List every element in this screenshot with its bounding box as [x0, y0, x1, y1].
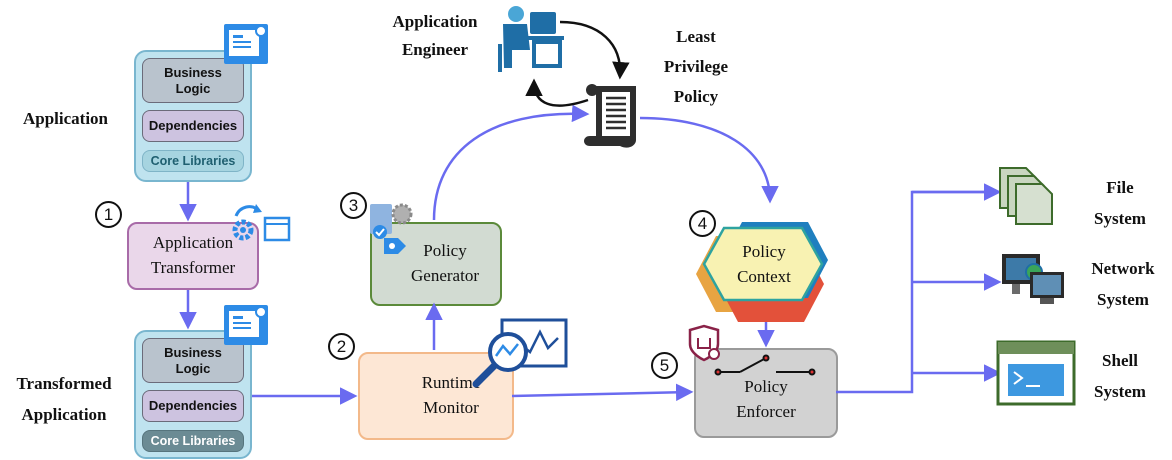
least-privilege-line2: Privilege — [663, 56, 729, 76]
business-logic-block: Business Logic — [142, 58, 244, 103]
transformed-window-icon — [224, 305, 268, 345]
policy-generator-line1: Policy — [423, 241, 467, 261]
application-transformer-line2: Transformer — [150, 258, 236, 277]
dependencies-block: Dependencies — [142, 110, 244, 142]
step-2-badge: 2 — [328, 333, 355, 360]
policy-context-shape — [696, 222, 828, 322]
file-system-label: File System — [1080, 172, 1160, 235]
runtime-monitor-box: Runtime Monitor — [358, 352, 514, 440]
transformed-label-line2: Application — [21, 405, 107, 425]
file-system-line2: System — [1094, 209, 1146, 229]
shield-icon — [688, 324, 720, 362]
file-system-line1: File — [1106, 178, 1134, 197]
transformed-business-logic-block: Business Logic — [142, 338, 244, 383]
application-engineer-label: Application Engineer — [380, 8, 490, 64]
policy-context-label: Policy Context — [714, 238, 814, 292]
flow-arrows — [179, 104, 1002, 405]
step-5-badge: 5 — [651, 352, 678, 379]
policy-document-icon — [584, 84, 636, 148]
network-system-label: Network System — [1078, 253, 1168, 316]
policy-certificate-icon — [370, 203, 413, 254]
step-1-badge: 1 — [95, 201, 122, 228]
arrow-monitor-to-enforcer — [511, 383, 694, 402]
policy-context-line1: Policy — [742, 242, 786, 262]
transformed-dependencies-block: Dependencies — [142, 390, 244, 422]
application-transformer-line1: Application — [152, 233, 234, 253]
arrow-policy-to-engineer — [525, 78, 589, 107]
runtime-monitor-line2: Monitor — [423, 398, 479, 417]
engineer-policy-arrows — [525, 20, 630, 107]
shell-system-label: Shell System — [1080, 345, 1160, 408]
transformed-label-line1: Transformed — [16, 374, 112, 393]
policy-enforcer-line1: Policy — [744, 377, 788, 397]
transformed-application-label: Transformed Application — [4, 368, 124, 431]
monitor-window-icon — [224, 24, 268, 64]
arrow-enforcer-branch — [836, 190, 998, 394]
application-engineer-icon — [498, 6, 564, 72]
application-engineer-line1: Application — [392, 12, 478, 31]
transform-gear-icon — [232, 204, 291, 242]
policy-generator-line2: Generator — [411, 266, 479, 285]
application-label: Application — [22, 109, 109, 128]
file-system-icon — [999, 167, 1053, 225]
policy-enforcer-line2: Enforcer — [736, 402, 796, 421]
transformed-application-stack: Business Logic Dependencies Core Librari… — [134, 330, 252, 459]
arrow-engineer-to-policy — [559, 20, 630, 80]
application-engineer-line2: Engineer — [401, 40, 469, 60]
switch-icon — [714, 354, 816, 376]
least-privilege-line1: Least — [676, 27, 716, 46]
terminal-icon — [996, 340, 1076, 406]
runtime-monitor-line1: Runtime — [421, 373, 481, 393]
shell-system-line1: Shell — [1102, 351, 1138, 370]
network-system-line2: System — [1097, 290, 1149, 310]
transformed-core-libraries-block: Core Libraries — [142, 430, 244, 452]
policy-generator-box: Policy Generator — [370, 222, 502, 306]
step-3-badge: 3 — [340, 192, 367, 219]
arrow-generator-to-policy — [432, 104, 590, 221]
step-4-badge: 4 — [689, 210, 716, 237]
network-system-line1: Network — [1091, 259, 1155, 278]
network-computers-icon — [1002, 254, 1064, 304]
core-libraries-block: Core Libraries — [142, 150, 244, 172]
least-privilege-policy-label: Least Privilege Policy — [646, 22, 746, 111]
application-stack: Business Logic Dependencies Core Librari… — [134, 50, 252, 182]
shell-system-line2: System — [1094, 382, 1146, 402]
least-privilege-line3: Policy — [673, 86, 719, 106]
policy-context-line2: Context — [737, 267, 791, 286]
arrow-policy-to-context — [639, 116, 779, 204]
runtime-analytics-icon — [472, 318, 568, 388]
